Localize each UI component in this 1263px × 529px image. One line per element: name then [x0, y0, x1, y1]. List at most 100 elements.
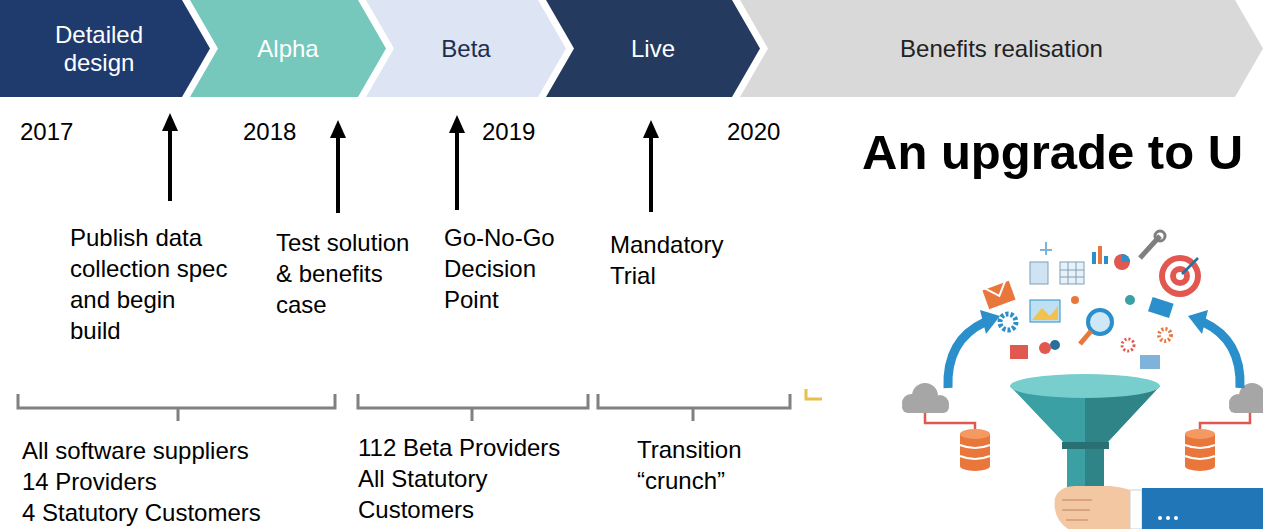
gear-icon [1159, 329, 1171, 341]
pin-icon [1050, 340, 1060, 350]
arrow-shaft [649, 135, 653, 212]
chevron-content: Beta [366, 0, 566, 97]
bracket-fragment [806, 389, 822, 399]
button [1174, 516, 1178, 520]
arrow-head [162, 113, 178, 131]
db-bottom [960, 461, 990, 471]
wrench-head [1155, 231, 1165, 241]
dot [1039, 342, 1051, 354]
curved-arrow-head [1188, 310, 1208, 334]
phase-chevron: Beta [366, 0, 566, 97]
gear-icon [1122, 339, 1134, 351]
photo-icon [1030, 300, 1060, 322]
bracket [598, 394, 790, 421]
phase-chevron: Benefits realisation [740, 0, 1263, 97]
phase-label: Benefits realisation [900, 35, 1103, 63]
milestone-note: Publish data collection spec and begin b… [70, 222, 230, 346]
cloud [902, 383, 949, 413]
curved-arrow-head [980, 310, 1000, 334]
chevron-fill [366, 0, 566, 97]
year-label: 2018 [243, 116, 323, 147]
arrow-shaft [336, 135, 340, 213]
cloud-part [1229, 401, 1263, 413]
bracket [18, 394, 335, 421]
bracket [358, 394, 588, 421]
link-wire [1200, 413, 1250, 431]
phase-label: Live [631, 35, 675, 63]
bar [1092, 252, 1096, 264]
phase-detail: All Statutory Customers [358, 463, 574, 525]
link-wire [925, 413, 975, 431]
cuff [1130, 490, 1142, 529]
db-top [960, 429, 990, 439]
arrow-shaft [455, 130, 459, 210]
hand [1055, 486, 1263, 529]
chevron-content: Benefits realisation [740, 0, 1263, 97]
pie-icon [1114, 254, 1130, 270]
card-icon [1140, 355, 1160, 369]
phase-detail: 14 Providers [22, 466, 322, 497]
year-label: 2017 [20, 116, 100, 147]
funnel-shade [1085, 386, 1160, 492]
arrow-head [330, 120, 346, 138]
db-stripes [1185, 445, 1215, 459]
funnel-band [1062, 442, 1109, 449]
button [1158, 516, 1162, 520]
bar [1098, 246, 1102, 264]
phase-label: Detailed design [44, 21, 154, 77]
envelope-icon [1148, 297, 1174, 318]
db-bottom [1185, 461, 1215, 471]
year-label: 2019 [482, 116, 562, 147]
bar [1104, 256, 1108, 264]
phase-chevron: Alpha [190, 0, 386, 97]
milestone-arrows [162, 113, 659, 213]
chevron-fill [740, 0, 1263, 97]
db-top [1185, 429, 1215, 439]
cloud-part [902, 401, 949, 413]
table-icon [1060, 262, 1084, 284]
pie-slice [1122, 254, 1130, 262]
sleeve [1142, 488, 1263, 529]
chevron-content: Detailed design [0, 0, 210, 97]
phase-label: Alpha [257, 35, 318, 63]
chevron-fill [0, 0, 210, 97]
chevron-fill [190, 0, 386, 97]
phase-chevron: Live [546, 0, 760, 97]
envelope-flap [982, 276, 1013, 300]
document-icon [1030, 262, 1048, 284]
phase-label: Beta [441, 35, 490, 63]
brackets [18, 389, 822, 421]
milestone-note: Go-No-Go Decision Point [444, 222, 564, 315]
target-icon [1159, 255, 1201, 297]
phone-icon [1010, 345, 1028, 359]
milestone-note: Mandatory Trial [610, 229, 740, 291]
funnel-rim [1010, 374, 1160, 398]
plus-mark [1040, 242, 1052, 255]
phase-detail: All software suppliers [22, 435, 322, 466]
cloud [1229, 383, 1263, 413]
year-label: 2020 [727, 116, 807, 147]
button [1166, 516, 1170, 520]
gear-icon [1000, 314, 1016, 330]
arrow-shaft [168, 128, 172, 201]
database-icon [960, 429, 990, 471]
arrow-head [643, 120, 659, 138]
icons [982, 231, 1201, 369]
photo-hills [1032, 306, 1058, 320]
dart [1182, 258, 1198, 274]
phase-detail: 4 Statutory Customers [22, 497, 322, 528]
funnel-illustration [902, 231, 1263, 529]
phase-chevron: Detailed design [0, 0, 210, 97]
funnel [1010, 374, 1160, 492]
table-grid [1060, 262, 1084, 284]
magnifier-handle [1080, 331, 1091, 344]
curved-arrow [1203, 322, 1240, 388]
funnel-body [1010, 386, 1160, 492]
curved-arrow [948, 322, 985, 388]
milestone-note: Test solution & benefits case [276, 227, 416, 320]
magnifier-icon [1088, 310, 1112, 334]
arrow-head [449, 115, 465, 133]
phase-detail: 112 Beta Providers [358, 432, 574, 463]
chevron-content: Live [546, 0, 760, 97]
